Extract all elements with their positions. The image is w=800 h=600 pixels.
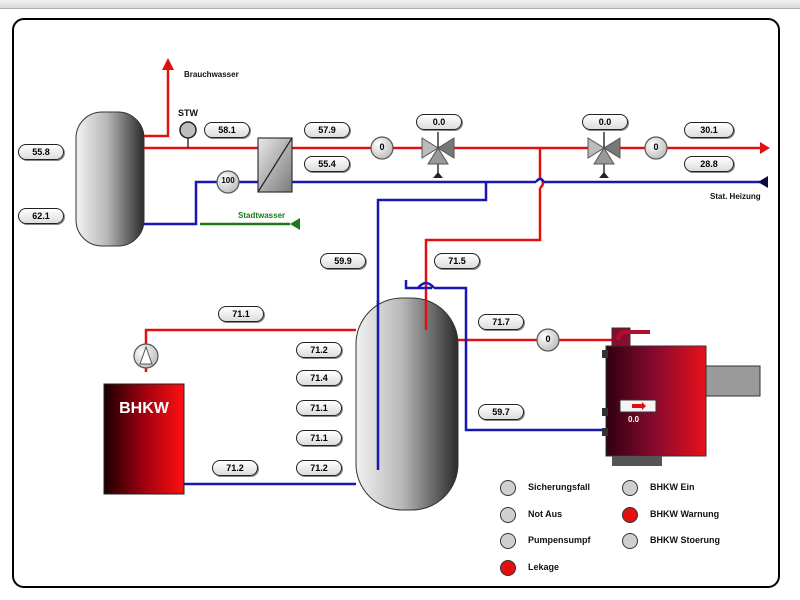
buffer-level-3-value: 71.1 [296, 400, 342, 416]
mixing-valve-2[interactable] [587, 132, 621, 178]
boiler-display-value: 0.0 [628, 415, 640, 424]
boiler-return-value: 59.7 [478, 404, 524, 420]
stw-sensor-icon [179, 121, 197, 139]
heating-supply-arrow-icon [760, 142, 770, 154]
stat-heizung-label: Stat. Heizung [710, 192, 761, 201]
buffer-level-1-value: 71.2 [296, 342, 342, 358]
hot-water-lines [144, 70, 760, 372]
buffer-level-5-value: 71.2 [296, 460, 342, 476]
legend-label: BHKW Warnung [650, 509, 720, 519]
legend-label: Pumpensumpf [528, 535, 591, 545]
supply-riser-value: 71.5 [434, 253, 480, 269]
status-led-icon [622, 533, 638, 549]
heating-supply-value: 30.1 [684, 122, 734, 138]
pump-hx-in[interactable] [216, 170, 240, 194]
bhkw-unit [103, 383, 185, 495]
status-led-icon [622, 480, 638, 496]
pump-hx-in-speed: 100 [221, 176, 235, 185]
pump-boiler[interactable] [536, 328, 560, 352]
valve1-position-value: 0.0 [416, 114, 462, 130]
brauchwasser-label: Brauchwasser [184, 70, 239, 79]
hx-hot-out-value: 57.9 [304, 122, 350, 138]
city-water-arrow-icon [290, 218, 300, 230]
pump-bhkw-arrow-icon [139, 345, 153, 365]
stw-label: STW [178, 108, 198, 118]
status-led-icon [500, 533, 516, 549]
status-led-icon [500, 480, 516, 496]
pump-heating[interactable] [644, 136, 668, 160]
status-led-icon [622, 507, 638, 523]
pump-heating-speed: 0 [653, 142, 659, 152]
stw-temp-value: 58.1 [204, 122, 250, 138]
window-top-bar [0, 0, 800, 9]
heating-return-arrow-icon [758, 176, 768, 188]
bhkw-label: BHKW [119, 400, 169, 417]
left-tank-bottom-value: 62.1 [18, 208, 64, 224]
legend-label: BHKW Stoerung [650, 535, 720, 545]
boiler-unit [602, 327, 761, 466]
dhw-storage-tank [75, 111, 145, 247]
legend-label: Not Aus [528, 509, 563, 519]
buffer-level-2-value: 71.4 [296, 370, 342, 386]
pump-hx-out-speed: 0 [379, 142, 385, 152]
boiler-supply-value: 71.7 [478, 314, 524, 330]
stadtwasser-label: Stadtwasser [238, 211, 286, 220]
buffer-tank [355, 297, 459, 511]
status-led-icon [500, 507, 516, 523]
valve2-position-value: 0.0 [582, 114, 628, 130]
return-riser-value: 59.9 [320, 253, 366, 269]
hx-cold-in-value: 55.4 [304, 156, 350, 172]
bhkw-return-value: 71.2 [212, 460, 258, 476]
legend-label: Lekage [528, 562, 560, 572]
bhkw-supply-value: 71.1 [218, 306, 264, 322]
legend-label: Sicherungsfall [528, 482, 591, 492]
status-led-icon [500, 560, 516, 576]
pump-hx-out[interactable] [370, 136, 394, 160]
left-tank-top-value: 55.8 [18, 144, 64, 160]
heating-return-value: 28.8 [684, 156, 734, 172]
mixing-valve-1[interactable] [421, 132, 455, 178]
pump-boiler-speed: 0 [545, 334, 551, 344]
legend-label: BHKW Ein [650, 482, 695, 492]
brauchwasser-arrow-icon [162, 58, 174, 70]
buffer-level-4-value: 71.1 [296, 430, 342, 446]
